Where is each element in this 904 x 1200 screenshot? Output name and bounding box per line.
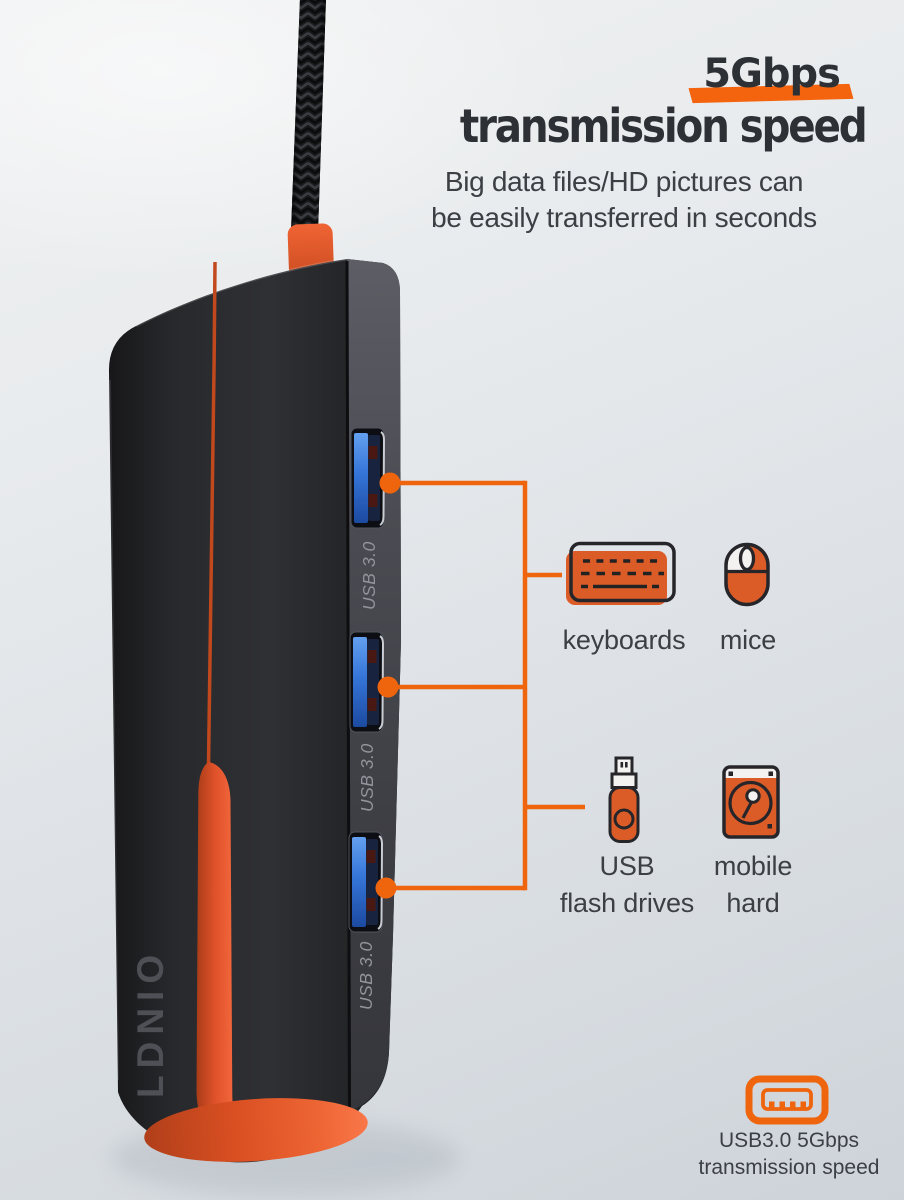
- badge-caption-line-2: transmission speed: [698, 1156, 880, 1179]
- accent-stripe-thin: [206, 261, 217, 767]
- usb-port-1: [350, 427, 386, 529]
- headline-accent: 5Gbps: [703, 51, 841, 97]
- headline-block: 5Gbps transmission speed Big data files/…: [408, 51, 868, 236]
- usb-port-3: [348, 831, 384, 933]
- usb-port-icon: [745, 1075, 829, 1125]
- port-label-1: USB 3.0: [359, 541, 379, 610]
- badge-caption-line-1: USB3.0 5Gbps: [718, 1129, 860, 1152]
- callout-lines: [375, 472, 585, 899]
- headline-accent-row: 5Gbps: [688, 51, 854, 104]
- hard-drive-label-line-2: hard: [726, 888, 780, 918]
- subtitle-line-2: be easily transferred in seconds: [431, 202, 817, 233]
- keyboard-label: keyboards: [562, 625, 686, 655]
- braided-cable: [291, 0, 326, 232]
- device-left-highlight: [109, 379, 119, 1081]
- panel-seam: [345, 260, 351, 1111]
- hard-drive-label-line-1: mobile: [713, 851, 793, 881]
- accent-stripe-wide: [196, 762, 250, 1146]
- badge-caption: USB3.0 5Gbps transmission speed: [689, 1127, 889, 1181]
- callout-dot-port-3: [375, 877, 397, 899]
- callout-dot-port-2: [377, 676, 399, 698]
- device-body: [108, 259, 401, 1163]
- port-label-2: USB 3.0: [357, 743, 377, 812]
- headline-title: transmission speed: [459, 99, 868, 153]
- flash-drive-label: USB flash drives: [545, 848, 709, 922]
- mouse-label: mice: [719, 625, 777, 655]
- keyboard-icon: [566, 541, 676, 605]
- flash-drive-label-line-2: flash drives: [559, 888, 695, 918]
- mouse-icon: [724, 542, 770, 607]
- headline-subtitle: Big data files/HD pictures can be easily…: [408, 164, 840, 236]
- brand-logo: LDNIO: [130, 948, 171, 1098]
- usb-flash-drive-icon: [608, 756, 640, 843]
- hard-drive-icon: [722, 765, 780, 839]
- usb-port-2: [349, 631, 385, 733]
- device-bottom-base: [144, 1098, 368, 1162]
- subtitle-line-1: Big data files/HD pictures can: [444, 166, 804, 197]
- device-top-highlight: [135, 257, 348, 328]
- port-label-3: USB 3.0: [356, 941, 376, 1010]
- callout-dot-port-1: [379, 472, 401, 494]
- hard-drive-label: mobile hard: [673, 848, 833, 922]
- flash-drive-label-line-1: USB: [599, 851, 655, 881]
